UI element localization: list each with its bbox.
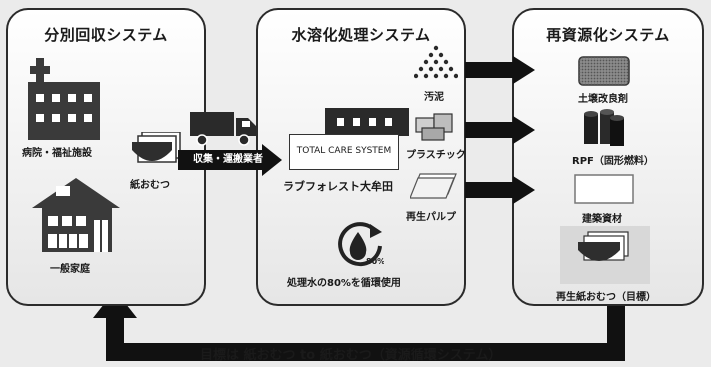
truck-icon [190,112,256,146]
transport-label: 収集・運搬業者 [193,154,263,165]
hospital-label: 病院・福祉施設 [22,148,92,159]
facility-label: ラブフォレスト大牟田 [283,180,393,193]
sludge-icon [414,45,458,79]
circulation-goal-text: 目標は 紙おむつ to 紙おむつ（資源循環システム） [200,348,502,363]
sludge-arrow [465,56,535,84]
diaper-stack-icon [132,132,181,163]
processing-panel-title: 水溶化処理システム [291,26,431,44]
diaper-label: 紙おむつ [130,180,170,191]
recycled-diaper-label: 再生紙おむつ（目標） [556,292,656,303]
facility-building-icon [325,108,409,136]
house-icon [32,178,120,252]
pulp-icon [410,173,457,199]
water-badge: 80% [366,257,384,266]
collection-panel-title: 分別回収システム [44,26,168,44]
home-label: 一般家庭 [50,264,90,275]
plastic-arrow [465,116,535,144]
sludge-label: 汚泥 [424,92,444,103]
plastic-label: プラスチック [406,150,466,161]
rpf-label: RPF（固形燃料） [572,156,654,167]
total-care-system-box: TOTAL CARE SYSTEM [289,134,399,170]
water-reuse-label: 処理水の80%を循環使用 [287,278,401,289]
recycling-panel-title: 再資源化システム [546,26,670,44]
transport-arrow [178,144,282,176]
water-recycle-icon: 80% [338,222,384,267]
plastic-icon [415,113,453,141]
hospital-icon [28,58,100,140]
building-material-label: 建築資材 [582,214,622,225]
building-material-icon [574,174,634,204]
soil-improver-icon [578,56,630,86]
pulp-arrow [465,176,535,204]
pulp-label: 再生パルプ [406,212,456,223]
rpf-icon [584,109,624,146]
recycled-diaper-icon [560,226,650,284]
soil-improver-label: 土壌改良剤 [578,94,628,105]
